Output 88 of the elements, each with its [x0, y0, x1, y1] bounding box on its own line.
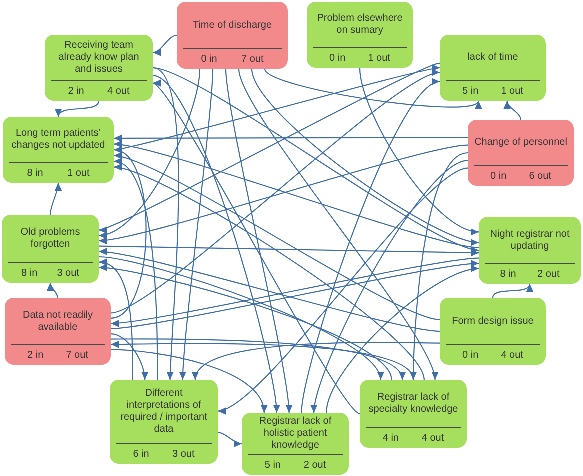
arrow [194, 342, 440, 380]
out-count: 4 out [422, 432, 444, 444]
arrow [114, 154, 440, 320]
out-count: 2 out [538, 268, 560, 280]
arrow [180, 68, 214, 380]
arrow [492, 284, 532, 298]
factor-label: Time of discharge [192, 20, 272, 32]
factor-label: Night registrar not updating [489, 228, 571, 252]
in-count: 5 in [462, 86, 479, 96]
arrow [98, 62, 440, 232]
factor-label: Registrar lack of specialty knowledge [368, 392, 460, 416]
factor-label: Registrar lack of holistic patient knowledge [258, 416, 333, 452]
factor-box [242, 413, 349, 475]
arrow [359, 68, 480, 234]
factor-box [3, 117, 114, 183]
factor-box [45, 35, 153, 101]
out-count: 2 out [304, 460, 326, 470]
arrow [50, 182, 62, 216]
arrow [110, 72, 440, 314]
factor-box [110, 380, 218, 464]
factor-label: Receiving team already know plan and issues [58, 40, 140, 76]
arrow [99, 246, 479, 257]
arrow [301, 81, 440, 414]
factor-label: Old problems forgotten [20, 227, 82, 251]
factor-box [177, 2, 288, 69]
arrow [110, 334, 148, 380]
in-count: 6 in [133, 448, 150, 460]
arrow [48, 282, 59, 298]
in-count: 2 in [68, 86, 84, 96]
arrow [505, 100, 522, 120]
in-count: 8 in [27, 168, 44, 178]
out-count: 1 out [68, 168, 90, 178]
arrow [218, 168, 468, 412]
in-count: 2 in [28, 350, 44, 360]
factor-box [360, 380, 467, 448]
arrow [114, 165, 425, 380]
in-count: 0 in [462, 350, 479, 360]
out-count: 1 out [368, 52, 390, 64]
factor-box [307, 2, 413, 68]
out-count: 4 out [108, 86, 130, 96]
arrow [110, 349, 266, 414]
arrow [98, 260, 134, 380]
arrow [410, 152, 468, 380]
in-count: 0 in [330, 52, 346, 64]
factor-box [5, 298, 111, 365]
factor-box [2, 215, 99, 283]
arrow [110, 149, 147, 319]
arrow [225, 68, 292, 414]
factor-box [440, 298, 546, 365]
arrow [152, 67, 480, 252]
in-count: 8 in [500, 268, 516, 280]
arrow [264, 68, 480, 110]
out-count: 7 out [66, 350, 88, 360]
in-count: 5 in [264, 460, 281, 470]
arrow [114, 160, 158, 380]
factor-label: Long term patients’ changes not updated [10, 128, 106, 152]
factor-label: Change of personnel [474, 137, 568, 149]
arrow [251, 68, 480, 245]
out-count: 3 out [172, 448, 195, 460]
arrow [98, 68, 201, 238]
factor-label: lack of time [468, 52, 518, 64]
out-count: 7 out [242, 54, 264, 64]
factor-box [479, 217, 581, 284]
factor-box [468, 120, 574, 186]
out-count: 6 out [529, 170, 552, 182]
factor-label: Data not readily available [22, 310, 94, 334]
factor-label: Different interpretations of required / important data [120, 388, 208, 436]
arrow [312, 160, 468, 414]
arrow [152, 68, 180, 380]
arrow [326, 266, 480, 414]
out-count: 4 out [501, 350, 524, 360]
in-count: 4 in [382, 432, 399, 444]
out-count: 3 out [57, 268, 80, 278]
in-count: 0 in [201, 54, 218, 64]
arrow [152, 34, 178, 56]
in-count: 0 in [490, 170, 507, 182]
arrow [57, 100, 100, 118]
factor-box [440, 35, 546, 101]
in-count: 8 in [22, 268, 38, 278]
arrow [218, 432, 242, 447]
out-count: 1 out [501, 86, 524, 96]
arrow [238, 68, 437, 380]
arrow [114, 134, 468, 142]
factor-label: Form design issue [452, 316, 534, 328]
factor-label: Problem elsewhere on sumary [316, 13, 404, 37]
arrow [152, 75, 280, 414]
arrow [152, 82, 360, 414]
arrow [98, 248, 440, 332]
